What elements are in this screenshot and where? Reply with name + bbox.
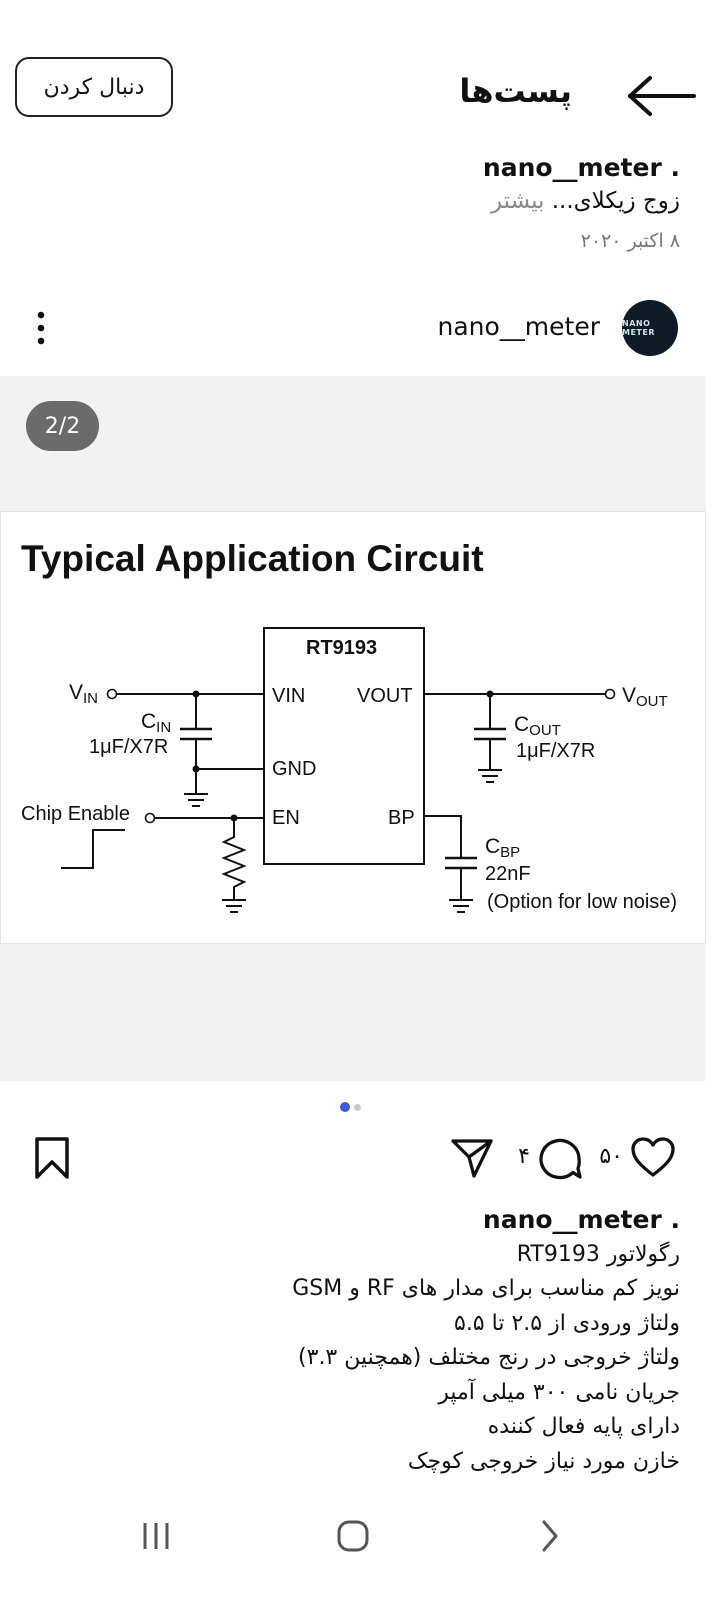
- bookmark-icon[interactable]: [33, 1136, 71, 1180]
- circuit-title: Typical Application Circuit: [21, 538, 484, 579]
- caption-line: نویز کم مناسب برای مدار های RF و GSM: [292, 1276, 680, 1301]
- svg-text:CBP: CBP: [485, 835, 520, 861]
- slide-dot: [354, 1104, 361, 1111]
- post-date: ۸ اکتبر ۲۰۲۰: [580, 230, 680, 252]
- post-author[interactable]: nano__meter .: [482, 153, 680, 182]
- account-name[interactable]: nano__meter: [437, 312, 601, 341]
- pin-en: EN: [272, 807, 300, 829]
- page-title: پست‌ها: [459, 72, 572, 110]
- heart-icon[interactable]: [630, 1136, 676, 1178]
- cbp-note: (Option for low noise): [487, 891, 677, 913]
- svg-text:VIN: VIN: [69, 681, 98, 707]
- caption-line: رگولاتور RT9193: [516, 1241, 680, 1267]
- vout-label-sub: OUT: [636, 693, 668, 710]
- chip-name: RT9193: [306, 637, 377, 659]
- avatar-logo-text: NANO METER: [622, 319, 656, 337]
- cout-label: C: [514, 713, 529, 736]
- cbp-value: 22nF: [485, 863, 531, 885]
- svg-text:VOUT: VOUT: [622, 684, 668, 710]
- caption-preview: زوج زیکلای... بیشتر: [491, 188, 680, 214]
- cout-label-sub: OUT: [529, 722, 561, 739]
- vin-label: V: [69, 681, 83, 704]
- follow-button[interactable]: دنبال کردن: [15, 57, 173, 117]
- back-nav-icon[interactable]: [520, 1506, 580, 1566]
- avatar[interactable]: NANO METER: [622, 300, 678, 356]
- back-arrow-icon[interactable]: [624, 74, 700, 118]
- slide-counter: 2/2: [26, 401, 99, 451]
- caption-line: ولتاژ خروجی در رنج مختلف (همچنین ۳.۳): [298, 1345, 680, 1370]
- svg-text:COUT: COUT: [514, 713, 561, 739]
- cbp-label-sub: BP: [500, 844, 520, 861]
- comment-icon[interactable]: [538, 1136, 584, 1182]
- caption-line: خازن مورد نیاز خروجی کوچک: [407, 1448, 680, 1474]
- caption-line: دارای پایه فعال کننده: [487, 1414, 680, 1439]
- more-options-icon[interactable]: [26, 310, 56, 346]
- post-caption: nano__meter . رگولاتور RT9193 نویز کم من…: [40, 1203, 680, 1479]
- cbp-label: C: [485, 835, 500, 858]
- home-icon[interactable]: [323, 1506, 383, 1566]
- pin-gnd: GND: [272, 758, 316, 780]
- pin-vout: VOUT: [357, 685, 413, 707]
- cin-label-sub: IN: [156, 719, 171, 736]
- caption-author[interactable]: nano__meter .: [482, 1205, 680, 1234]
- caption-preview-text: زوج زیکلای...: [551, 188, 680, 214]
- circuit-image: Typical Application Circuit RT9193 VIN V…: [0, 511, 706, 944]
- slide-dot: [340, 1102, 350, 1112]
- pin-vin: VIN: [272, 685, 305, 707]
- vin-label-sub: IN: [83, 690, 98, 707]
- vout-label: V: [622, 684, 636, 707]
- like-count[interactable]: ۵۰: [599, 1144, 623, 1169]
- svg-text:CIN: CIN: [141, 710, 171, 736]
- cout-value: 1μF/X7R: [516, 740, 595, 762]
- cin-label: C: [141, 710, 156, 733]
- comment-count[interactable]: ۴: [518, 1144, 530, 1169]
- share-icon[interactable]: [450, 1136, 494, 1180]
- system-nav-bar: [0, 1478, 720, 1600]
- slide-indicator: [340, 1102, 380, 1114]
- caption-line: جریان نامی ۳۰۰ میلی آمپر: [438, 1379, 680, 1405]
- caption-line: ولتاژ ورودی از ۲.۵ تا ۵.۵: [454, 1310, 680, 1336]
- more-link[interactable]: بیشتر: [490, 188, 552, 214]
- cin-value: 1μF/X7R: [89, 736, 168, 758]
- chip-enable-label: Chip Enable: [21, 803, 130, 825]
- pin-bp: BP: [388, 807, 415, 829]
- recent-apps-icon[interactable]: [126, 1506, 186, 1566]
